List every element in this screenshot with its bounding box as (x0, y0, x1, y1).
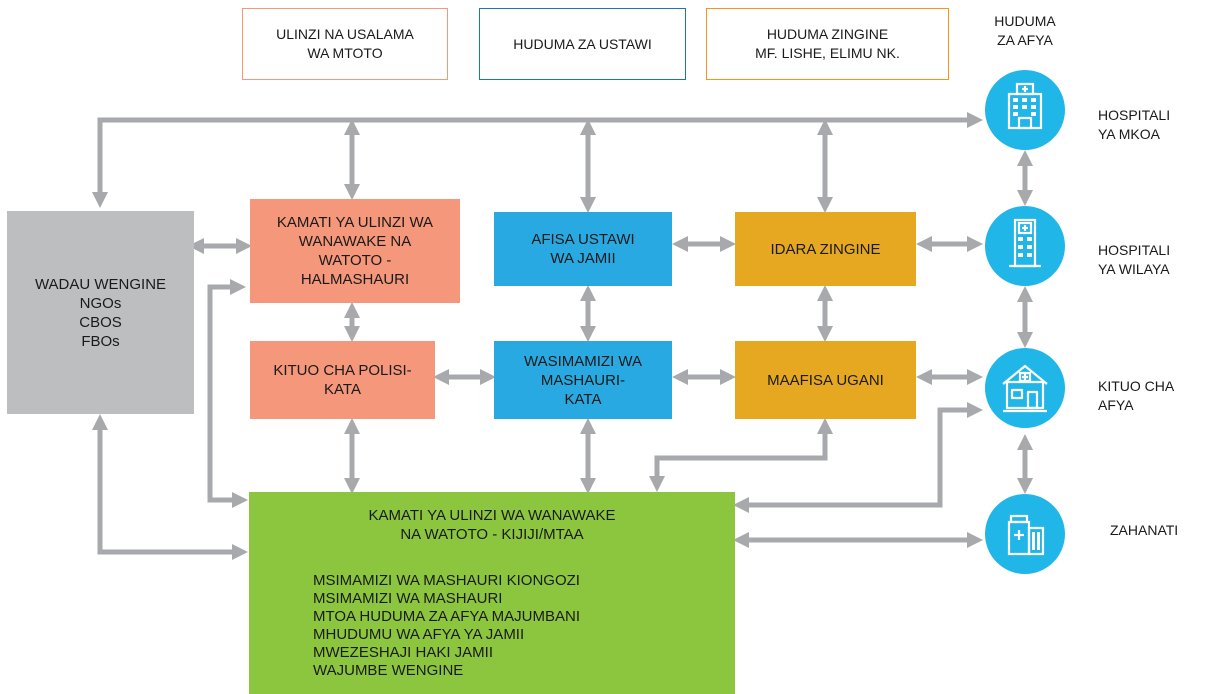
district-hospital-node (985, 206, 1065, 286)
district-hospital-label: HOSPITALI YA WILAYA (1098, 242, 1171, 277)
arrow-village-health-centre (732, 401, 984, 514)
regional-hospital-node (985, 70, 1065, 150)
stakeholders-box: WADAU WENGINE NGOs CBOS FBOs (7, 211, 194, 414)
legend-welfare-text: HUDUMA ZA USTAWI (513, 35, 652, 52)
arrow-council-village-loop (207, 278, 249, 509)
village-committee-members: MSIMAMIZI WA MASHAURI KIONGOZI MSIMAMIZI… (313, 572, 580, 680)
regional-hospital-icon (1007, 82, 1043, 130)
village-committee-box: KAMATI YA ULINZI WA WANAWAKE NA WATOTO -… (249, 492, 735, 694)
arrow-stakeholders-regional-hospital (91, 111, 984, 209)
police-box: KITUO CHA POLISI- KATA (250, 341, 435, 419)
legend-other-services: HUDUMA ZINGINE MF. LISHE, ELIMU NK. (706, 8, 949, 80)
regional-hospital-label: HOSPITALI YA MKOA (1098, 107, 1171, 142)
other-departments-box: IDARA ZINGINE (735, 212, 916, 286)
dispensary-label: ZAHANATI (1110, 522, 1179, 538)
legend-child-protection-text: ULINZI NA USALAMA WA MTOTO (276, 26, 414, 61)
legend-child-protection: ULINZI NA USALAMA WA MTOTO (242, 8, 448, 80)
health-centre-icon (1002, 364, 1048, 413)
dispensary-node (985, 494, 1065, 574)
health-centre-node (985, 348, 1065, 428)
district-hospital-icon (1009, 218, 1041, 268)
welfare-officer-box: AFISA USTAWI WA JAMII (494, 212, 672, 286)
member-item: MSIMAMIZI WA MASHAURI KIONGOZI (313, 572, 580, 589)
ward-supervisors-box: WASIMAMIZI WA MASHAURI- KATA (494, 341, 672, 419)
member-item: MTOA HUDUMA ZA AFYA MAJUMBANI (313, 608, 580, 625)
extension-officers-box: MAAFISA UGANI (735, 341, 916, 419)
member-item: WAJUMBE WENGINE (313, 662, 464, 679)
legend-health-services: HUDUMA ZA AFYA (994, 13, 1056, 48)
health-centre-label: KITUO CHA AFYA (1098, 378, 1175, 413)
arrow-ugani-village (648, 417, 834, 493)
arrow-stakeholders-village (91, 413, 249, 561)
member-item: MHUDUMU WA AFYA YA JAMII (313, 626, 525, 643)
legend-other-services-text: HUDUMA ZINGINE MF. LISHE, ELIMU NK. (755, 26, 900, 61)
legend-welfare: HUDUMA ZA USTAWI (479, 8, 686, 80)
member-item: MWEZESHAJI HAKI JAMII (313, 644, 494, 661)
member-item: MSIMAMIZI WA MASHAURI (313, 590, 503, 607)
council-committee-box: KAMATI YA ULINZI WA WANAWAKE NA WATOTO -… (250, 199, 460, 303)
village-committee-title: KAMATI YA ULINZI WA WANAWAKE NA WATOTO -… (368, 507, 616, 543)
dispensary-icon (1007, 514, 1045, 556)
